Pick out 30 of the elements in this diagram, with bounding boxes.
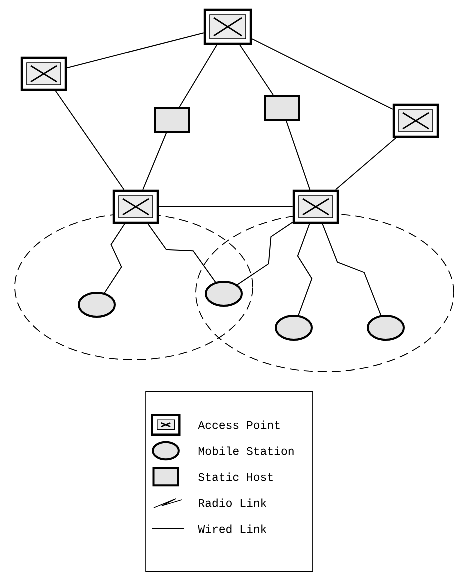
legend-text: Mobile Station bbox=[198, 446, 294, 456]
wired-link bbox=[142, 132, 168, 190]
legend-text: Access Point bbox=[198, 420, 280, 430]
access-point-icon bbox=[20, 56, 68, 92]
wired-link bbox=[66, 32, 204, 69]
access-point-icon bbox=[292, 190, 340, 224]
access-point-icon bbox=[112, 190, 160, 224]
legend-text: Static Host bbox=[198, 472, 273, 482]
static-host-box bbox=[264, 95, 300, 121]
mobile-station-ellipse bbox=[78, 292, 116, 318]
access-point-icon bbox=[204, 8, 252, 46]
wired-link bbox=[286, 120, 311, 190]
access-point-icon bbox=[392, 104, 440, 138]
wired-link bbox=[179, 44, 218, 108]
radio-link bbox=[148, 224, 216, 283]
mobile-station-ellipse bbox=[367, 315, 405, 341]
wired-link bbox=[240, 44, 274, 96]
static-host-box bbox=[154, 107, 190, 133]
wired-link bbox=[252, 38, 394, 110]
wired-link bbox=[158, 206, 294, 208]
mobile-station-ellipse bbox=[275, 315, 313, 341]
legend-text: Wired Link bbox=[198, 524, 267, 534]
radio-link bbox=[322, 224, 382, 316]
mobile-station-ellipse bbox=[205, 281, 243, 307]
radio-link bbox=[237, 222, 294, 286]
wired-link bbox=[335, 138, 397, 190]
legend-text: Radio Link bbox=[199, 498, 267, 508]
wired-link bbox=[55, 90, 125, 190]
radio-link bbox=[104, 224, 126, 294]
radio-link bbox=[297, 224, 313, 316]
